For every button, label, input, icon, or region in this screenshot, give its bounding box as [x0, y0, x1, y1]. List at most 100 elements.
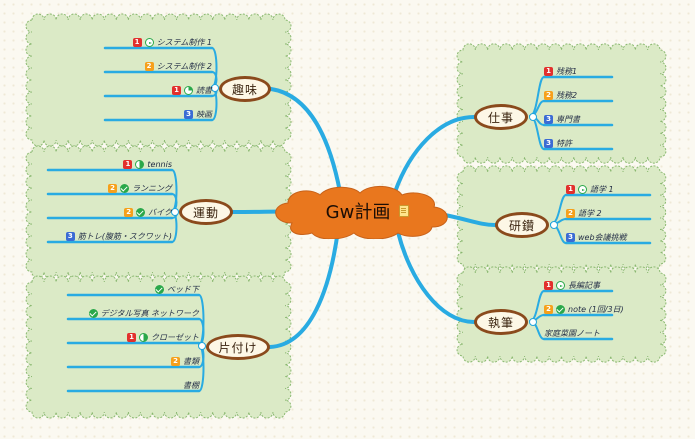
priority-3-icon: 3 [544, 114, 553, 124]
central-topic[interactable]: Gw計画 [262, 183, 462, 239]
topic-label: note (1回/3日) [568, 304, 624, 314]
priority-2-icon: 2 [544, 304, 553, 314]
topic-label: クローゼット [151, 332, 199, 342]
topic-label: 読書 [196, 85, 212, 95]
topic-label: 残務1 [556, 66, 578, 76]
writing-collapse-handle[interactable] [529, 318, 537, 326]
priority-1-icon: 1 [132, 37, 142, 47]
topic-study-1[interactable]: 1 語学 1 [566, 181, 614, 197]
topic-writing-2[interactable]: 2 note (1回/3日) [544, 301, 624, 317]
region-work [456, 43, 667, 164]
hobby-collapse-handle[interactable] [211, 84, 219, 92]
topic-label: tennis [147, 159, 172, 169]
work-collapse-handle[interactable] [529, 113, 537, 121]
task-half-icon [139, 332, 148, 342]
exercise-collapse-handle[interactable] [171, 208, 179, 216]
central-topic-title: Gw計画 [325, 202, 391, 223]
topic-tidy-2[interactable]: デジタル写真 ネットワーク [88, 305, 199, 321]
tidy-collapse-handle[interactable] [198, 342, 206, 350]
priority-1-icon: 1 [123, 159, 133, 169]
topic-label: web会議挑戦 [578, 232, 627, 242]
topic-label: 語学 2 [578, 208, 602, 218]
topic-writing-3[interactable]: 家庭菜園ノート [544, 325, 600, 341]
branch-work[interactable]: 仕事 [474, 104, 528, 130]
task-done-icon [88, 308, 98, 318]
priority-3-icon: 3 [544, 138, 553, 148]
priority-3-icon: 3 [184, 109, 193, 119]
topic-label: 語学 1 [590, 184, 614, 194]
priority-3-icon: 3 [65, 231, 75, 241]
task-quarter-icon [184, 85, 193, 95]
connector-hobby [269, 87, 342, 194]
priority-2-icon: 2 [108, 183, 117, 193]
branch-work-label: 仕事 [487, 110, 514, 125]
topic-label: 家庭菜園ノート [544, 328, 600, 338]
branch-study[interactable]: 研鑽 [495, 212, 549, 238]
topic-label: ベッド下 [167, 284, 199, 294]
topic-label: ランニング [132, 183, 172, 193]
topic-label: 映画 [196, 109, 212, 119]
branch-tidy[interactable]: 片付け [206, 334, 270, 360]
branch-exercise-label: 運動 [192, 205, 219, 220]
topic-exercise-1[interactable]: 1 tennis [123, 156, 172, 172]
connector-tidy [268, 228, 340, 349]
branch-hobby[interactable]: 趣味 [219, 76, 271, 102]
task-done-icon [155, 284, 164, 294]
topic-label: 残務2 [556, 90, 578, 100]
topic-tidy-1[interactable]: ベッド下 [155, 281, 199, 297]
priority-1-icon: 1 [127, 332, 136, 342]
topic-label: 筋トレ(腹筋・スクワット) [77, 231, 172, 241]
topic-label: 専門書 [556, 114, 580, 124]
topic-label: システム制作 2 [156, 61, 212, 71]
topic-label: バイク [148, 207, 172, 217]
priority-1-icon: 1 [566, 184, 575, 194]
connector-study [443, 213, 497, 227]
topic-label: 書類 [183, 356, 199, 366]
task-done-icon [120, 183, 129, 193]
region-exercise [25, 145, 292, 279]
branch-writing-label: 執筆 [487, 315, 514, 330]
topic-exercise-3[interactable]: 2 バイク [124, 204, 172, 220]
note-icon[interactable] [399, 205, 409, 217]
branch-writing[interactable]: 執筆 [474, 309, 528, 335]
task-half-icon [135, 159, 145, 169]
task-start-icon [556, 280, 565, 290]
topic-exercise-2[interactable]: 2 ランニング [108, 180, 172, 196]
priority-3-icon: 3 [566, 232, 575, 242]
topic-label: デジタル写真 ネットワーク [100, 308, 199, 318]
connector-writing [396, 230, 476, 324]
topic-hobby-3[interactable]: 1 読書 [172, 82, 212, 98]
topic-tidy-3[interactable]: 1 クローゼット [127, 329, 199, 345]
task-done-icon [136, 207, 146, 217]
connector-work [393, 115, 476, 194]
priority-2-icon: 2 [124, 207, 134, 217]
topic-label: 長編記事 [568, 280, 600, 290]
priority-2-icon: 2 [171, 356, 180, 366]
task-start-icon [144, 37, 154, 47]
branch-study-label: 研鑽 [508, 218, 535, 233]
topic-tidy-5[interactable]: 書棚 [183, 377, 199, 393]
priority-1-icon: 1 [544, 66, 553, 76]
study-collapse-handle[interactable] [550, 221, 558, 229]
branch-hobby-label: 趣味 [231, 82, 258, 97]
topic-hobby-1[interactable]: 1 システム制作 1 [132, 34, 212, 50]
topic-label: システム制作 1 [156, 37, 212, 47]
priority-2-icon: 2 [544, 90, 553, 100]
task-start-icon [578, 184, 587, 194]
priority-1-icon: 1 [172, 85, 181, 95]
topic-label: 書棚 [183, 380, 199, 390]
branch-exercise[interactable]: 運動 [179, 199, 233, 225]
